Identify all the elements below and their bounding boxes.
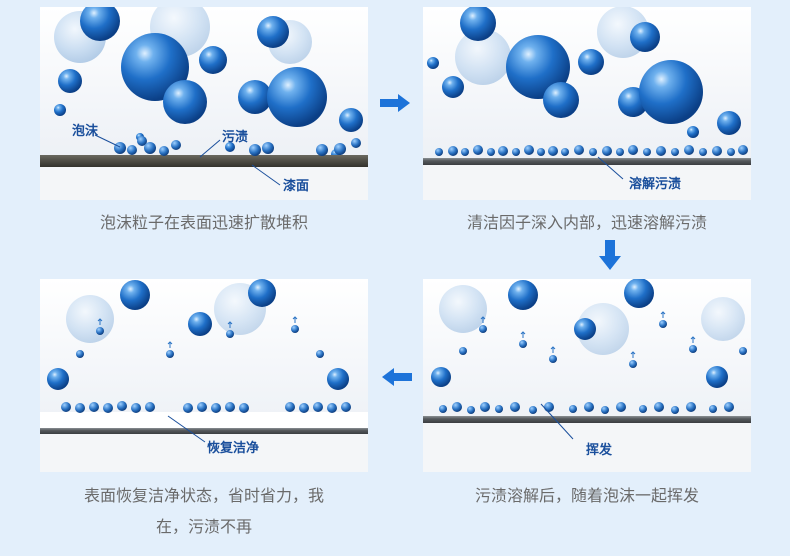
panel-dissolve-stain: 溶解污渍 bbox=[423, 7, 751, 200]
caption-panel-4-line-2: 在，污渍不再 bbox=[155, 517, 252, 536]
arrow-right-icon bbox=[380, 94, 410, 112]
caption-panel-4-line-1: 表面恢复洁净状态，省时省力，我 bbox=[83, 486, 324, 505]
arrow-left-icon bbox=[382, 368, 412, 386]
clean-surface-illustration bbox=[40, 279, 368, 472]
panel-evaporate: 挥发 bbox=[423, 279, 751, 472]
dissolve-stain-illustration bbox=[423, 7, 751, 200]
caption-panel-2: 清洁因子深入内部，迅速溶解污渍 bbox=[466, 213, 707, 232]
arrow-down-icon bbox=[599, 240, 621, 270]
panel-clean-surface: 恢复洁净 bbox=[40, 279, 368, 472]
callout-evaporate: 挥发 bbox=[586, 443, 613, 458]
caption-panel-1: 泡沫粒子在表面迅速扩散堆积 bbox=[99, 213, 308, 232]
callout-paint-surface: 漆面 bbox=[283, 179, 310, 194]
panel-foam-spread: 泡沫 污渍 漆面 bbox=[40, 7, 368, 200]
callout-dissolve-stain: 溶解污渍 bbox=[629, 177, 682, 192]
caption-panel-3: 污渍溶解后，随着泡沫一起挥发 bbox=[474, 486, 699, 505]
foam-spread-illustration bbox=[40, 7, 368, 200]
callout-restore-clean: 恢复洁净 bbox=[207, 441, 260, 456]
evaporate-illustration bbox=[423, 279, 751, 472]
callout-stain: 污渍 bbox=[222, 130, 249, 145]
callout-foam: 泡沫 bbox=[72, 124, 99, 139]
